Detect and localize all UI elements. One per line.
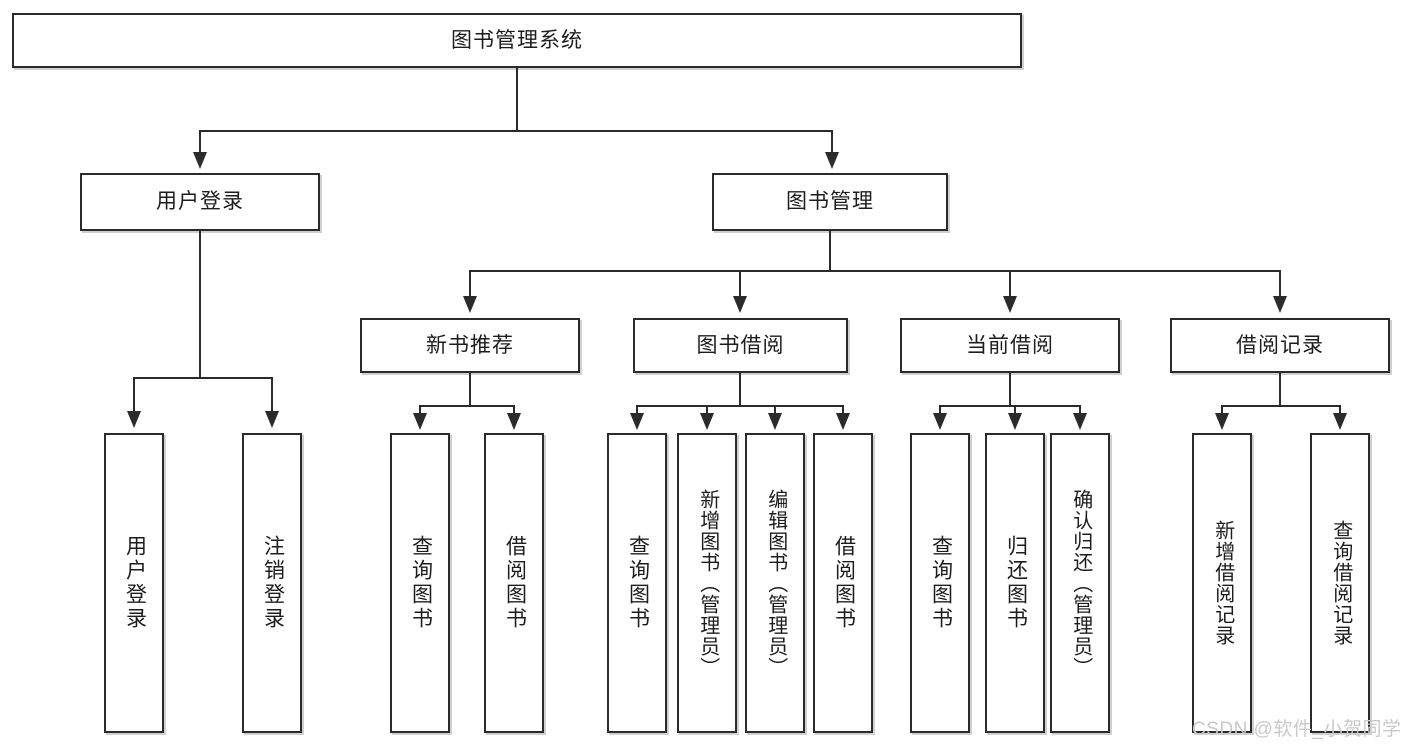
- node-root-book-management-system[interactable]: 图书管理系统: [12, 13, 1022, 68]
- arrowhead-level3-3: [1003, 296, 1017, 313]
- leaf-query-book-current[interactable]: 查询图书: [910, 433, 970, 733]
- arrowhead-borrowrecord-1: [1215, 413, 1229, 430]
- connector-currentborrow-stem: [1009, 373, 1011, 405]
- node-label: 归还图书: [1004, 535, 1028, 631]
- connector-currentborrow-drop-1: [939, 405, 941, 415]
- connector-bookmgmt-stem: [829, 231, 831, 270]
- leaf-user-login[interactable]: 用户登录: [104, 433, 164, 733]
- connector-root-stem: [516, 68, 518, 130]
- connector-newbook-bus: [419, 405, 515, 407]
- arrowhead-userlogin-2: [265, 411, 279, 428]
- connector-borrowrecord-bus: [1221, 405, 1341, 407]
- connector-level3-bus: [469, 270, 1280, 272]
- leaf-confirm-return-admin[interactable]: 确认归还（管理员）: [1050, 433, 1110, 733]
- leaf-edit-book-admin[interactable]: 编辑图书（管理员）: [745, 433, 805, 733]
- connector-userlogin-drop-1: [133, 377, 135, 413]
- connector-bookborrow-drop-3: [774, 405, 776, 415]
- arrowhead-bookborrow-4: [836, 413, 850, 430]
- node-label: 查询图书: [929, 535, 953, 631]
- node-new-book-recommend[interactable]: 新书推荐: [360, 318, 580, 373]
- connector-currentborrow-drop-3: [1079, 405, 1081, 415]
- connector-level3-drop-3: [1009, 270, 1011, 298]
- node-label: 借阅图书: [832, 535, 856, 631]
- connector-borrowrecord-stem: [1279, 373, 1281, 405]
- connector-newbook-drop-1: [419, 405, 421, 415]
- connector-bookborrow-bus: [636, 405, 844, 407]
- leaf-add-book-admin[interactable]: 新增图书（管理员）: [677, 433, 737, 733]
- node-label: 编辑图书（管理员）: [764, 488, 787, 678]
- node-label: 注销登录: [261, 535, 285, 631]
- node-label: 查询借阅记录: [1329, 520, 1352, 646]
- leaf-query-book-borrow[interactable]: 查询图书: [607, 433, 667, 733]
- leaf-query-borrow-record[interactable]: 查询借阅记录: [1310, 433, 1370, 733]
- node-label: 图书管理系统: [451, 28, 583, 52]
- connector-level3-drop-2: [739, 270, 741, 298]
- connector-userlogin-drop-2: [271, 377, 273, 413]
- connector-level3-drop-4: [1279, 270, 1281, 298]
- arrowhead-bookborrow-2: [700, 413, 714, 430]
- node-label: 新书推荐: [426, 333, 514, 357]
- connector-level2-bus: [199, 130, 833, 132]
- leaf-borrow-book[interactable]: 借阅图书: [813, 433, 873, 733]
- arrowhead-borrowrecord-2: [1333, 413, 1347, 430]
- node-label: 新增图书（管理员）: [696, 488, 719, 678]
- connector-level2-drop-1: [199, 130, 201, 154]
- arrowhead-currentborrow-1: [933, 413, 947, 430]
- connector-borrowrecord-drop-2: [1339, 405, 1341, 415]
- arrowhead-bookborrow-1: [630, 413, 644, 430]
- node-book-borrow[interactable]: 图书借阅: [633, 318, 848, 373]
- arrowhead-level3-4: [1273, 296, 1287, 313]
- connector-bookborrow-drop-2: [706, 405, 708, 415]
- node-book-management[interactable]: 图书管理: [712, 173, 948, 231]
- arrowhead-bookborrow-3: [768, 413, 782, 430]
- node-label: 查询图书: [626, 535, 650, 631]
- connector-bookborrow-stem: [739, 373, 741, 405]
- connector-level3-drop-1: [469, 270, 471, 298]
- node-label: 查询图书: [409, 535, 433, 631]
- connector-userlogin-stem: [199, 231, 201, 377]
- connector-bookborrow-drop-1: [636, 405, 638, 415]
- connector-level2-drop-2: [831, 130, 833, 154]
- leaf-borrow-book-newbook[interactable]: 借阅图书: [484, 433, 544, 733]
- node-label: 新增借阅记录: [1211, 520, 1234, 646]
- node-label: 当前借阅: [966, 333, 1054, 357]
- arrowhead-level3-2: [733, 296, 747, 313]
- node-borrow-record[interactable]: 借阅记录: [1170, 318, 1390, 373]
- leaf-query-book-newbook[interactable]: 查询图书: [390, 433, 450, 733]
- leaf-logout[interactable]: 注销登录: [242, 433, 302, 733]
- leaf-return-book[interactable]: 归还图书: [985, 433, 1045, 733]
- node-label: 用户登录: [156, 190, 244, 214]
- node-current-borrow[interactable]: 当前借阅: [900, 318, 1120, 373]
- node-label: 借阅图书: [503, 535, 527, 631]
- node-label: 借阅记录: [1236, 333, 1324, 357]
- arrowhead-userlogin-1: [127, 411, 141, 428]
- node-label: 图书借阅: [696, 333, 785, 357]
- arrowhead-newbook-1: [413, 413, 427, 430]
- node-label: 用户登录: [123, 535, 147, 631]
- arrowhead-currentborrow-3: [1073, 413, 1087, 430]
- arrowhead-level3-1: [463, 296, 477, 313]
- connector-currentborrow-bus: [939, 405, 1081, 407]
- connector-newbook-drop-2: [513, 405, 515, 415]
- arrowhead-level2-1: [193, 152, 207, 169]
- arrowhead-level2-2: [825, 152, 839, 169]
- arrowhead-newbook-2: [507, 413, 521, 430]
- arrowhead-currentborrow-2: [1008, 413, 1022, 430]
- csdn-watermark: CSDN @软件_小贺同学: [1192, 719, 1402, 740]
- node-label: 确认归还（管理员）: [1069, 488, 1092, 678]
- connector-currentborrow-drop-2: [1014, 405, 1016, 415]
- node-user-login[interactable]: 用户登录: [80, 173, 320, 231]
- node-label: 图书管理: [786, 190, 874, 214]
- leaf-add-borrow-record[interactable]: 新增借阅记录: [1192, 433, 1252, 733]
- connector-bookborrow-drop-4: [842, 405, 844, 415]
- connector-userlogin-bus: [133, 377, 271, 379]
- connector-newbook-stem: [469, 373, 471, 405]
- connector-borrowrecord-drop-1: [1221, 405, 1223, 415]
